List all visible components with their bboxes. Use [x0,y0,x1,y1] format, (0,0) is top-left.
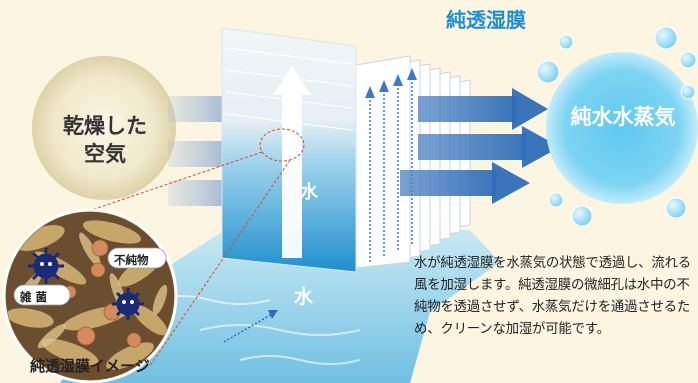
dry-air-sphere [32,56,176,200]
water-inflow-arrowhead [268,310,278,319]
membrane-image-caption: 純透湿膜イメージ [30,357,150,375]
water-label-panel: 水 [300,182,318,203]
membrane-stack [337,55,471,271]
description-text: 水が純透湿膜を水蒸気の状態で透過し、流れる風を加湿します。純透湿膜の微細孔は水中… [414,256,692,337]
zoom-callout [79,128,305,367]
water-label-floor: 水 [294,286,314,308]
germ-tag [13,284,71,306]
vapor-dotted-arrows [365,68,417,262]
germ-label: 雑菌 [20,290,51,304]
impurity-label: 不純物 [114,253,149,267]
dry-air-label: 乾燥した空気 [63,114,147,166]
pure-vapor-label: 純水水蒸気 [570,105,676,129]
membrane-label: 純透湿膜 [446,8,526,32]
water-ripples [149,246,361,365]
outgoing-air-arrows [400,88,560,204]
water-inflow-dotted-arrow [223,313,273,343]
pure-vapor-sphere [546,52,698,204]
germ-icon [28,248,144,320]
vapor-bubbles [536,26,697,227]
membrane-micro-view [2,208,178,383]
impurity-tag [107,247,167,269]
